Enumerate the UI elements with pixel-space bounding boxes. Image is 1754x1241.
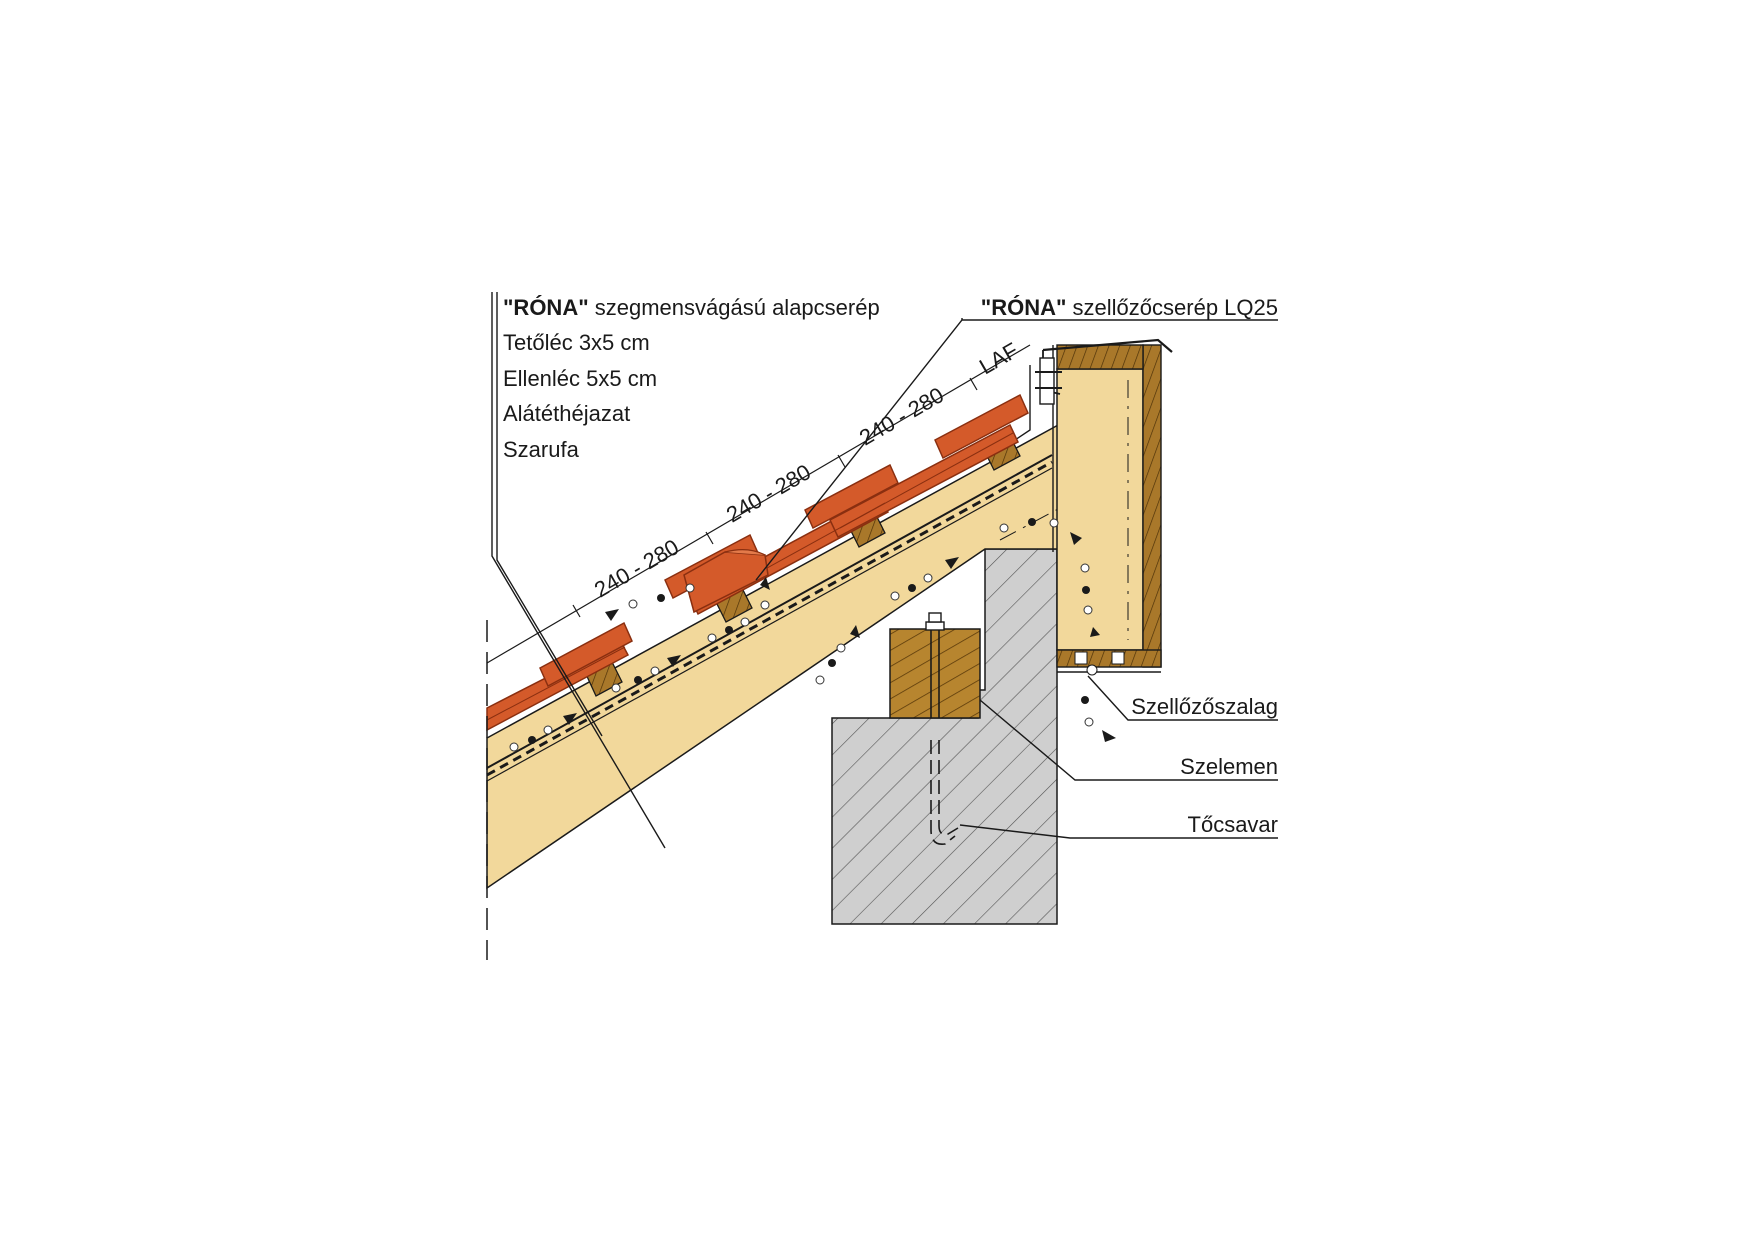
eaves-box — [1042, 338, 1173, 676]
underlay-membrane — [486, 454, 1053, 782]
purlin-label: Szelemen — [1180, 754, 1278, 779]
anchor-bolt-label: Tőcsavar — [1188, 812, 1278, 837]
base-tile-desc: szegmensvágású alapcserép — [589, 295, 880, 320]
vent-strip-label: Szellőzőszalag — [1131, 694, 1278, 719]
label-group-right: "RÓNA" szellőzőcserép LQ25 Szellőzőszala… — [981, 295, 1278, 837]
batten-label: Tetőléc 3x5 cm — [503, 330, 650, 355]
base-tile-brand: "RÓNA" — [503, 295, 589, 320]
dim-label-3: 240 - 280 — [855, 382, 948, 450]
anchor-bolt — [925, 612, 959, 846]
counter-batten-label: Ellenléc 5x5 cm — [503, 366, 657, 391]
vent-tile-clips — [1014, 357, 1062, 441]
airflow-markers — [509, 518, 1116, 752]
dim-label-1: 240 - 280 — [590, 534, 683, 602]
svg-text:"RÓNA" szellőzőcserép LQ25: "RÓNA" szellőzőcserép LQ25 — [981, 295, 1278, 320]
rafter-label: Szarufa — [503, 437, 580, 462]
svg-text:"RÓNA" szegmensvágású alapcser: "RÓNA" szegmensvágású alapcserép — [503, 295, 880, 320]
dim-label-2: 240 - 280 — [722, 459, 815, 527]
purlin-beam — [889, 628, 981, 719]
leader-lines — [491, 292, 1278, 849]
vent-tile-brand: "RÓNA" — [981, 295, 1067, 320]
label-group-left: "RÓNA" szegmensvágású alapcserép Tetőléc… — [503, 295, 880, 462]
vent-tile-lq25 — [683, 549, 769, 614]
underlay-label: Alátéthéjazat — [503, 401, 630, 426]
vent-tile-desc: szellőzőcserép LQ25 — [1066, 295, 1278, 320]
